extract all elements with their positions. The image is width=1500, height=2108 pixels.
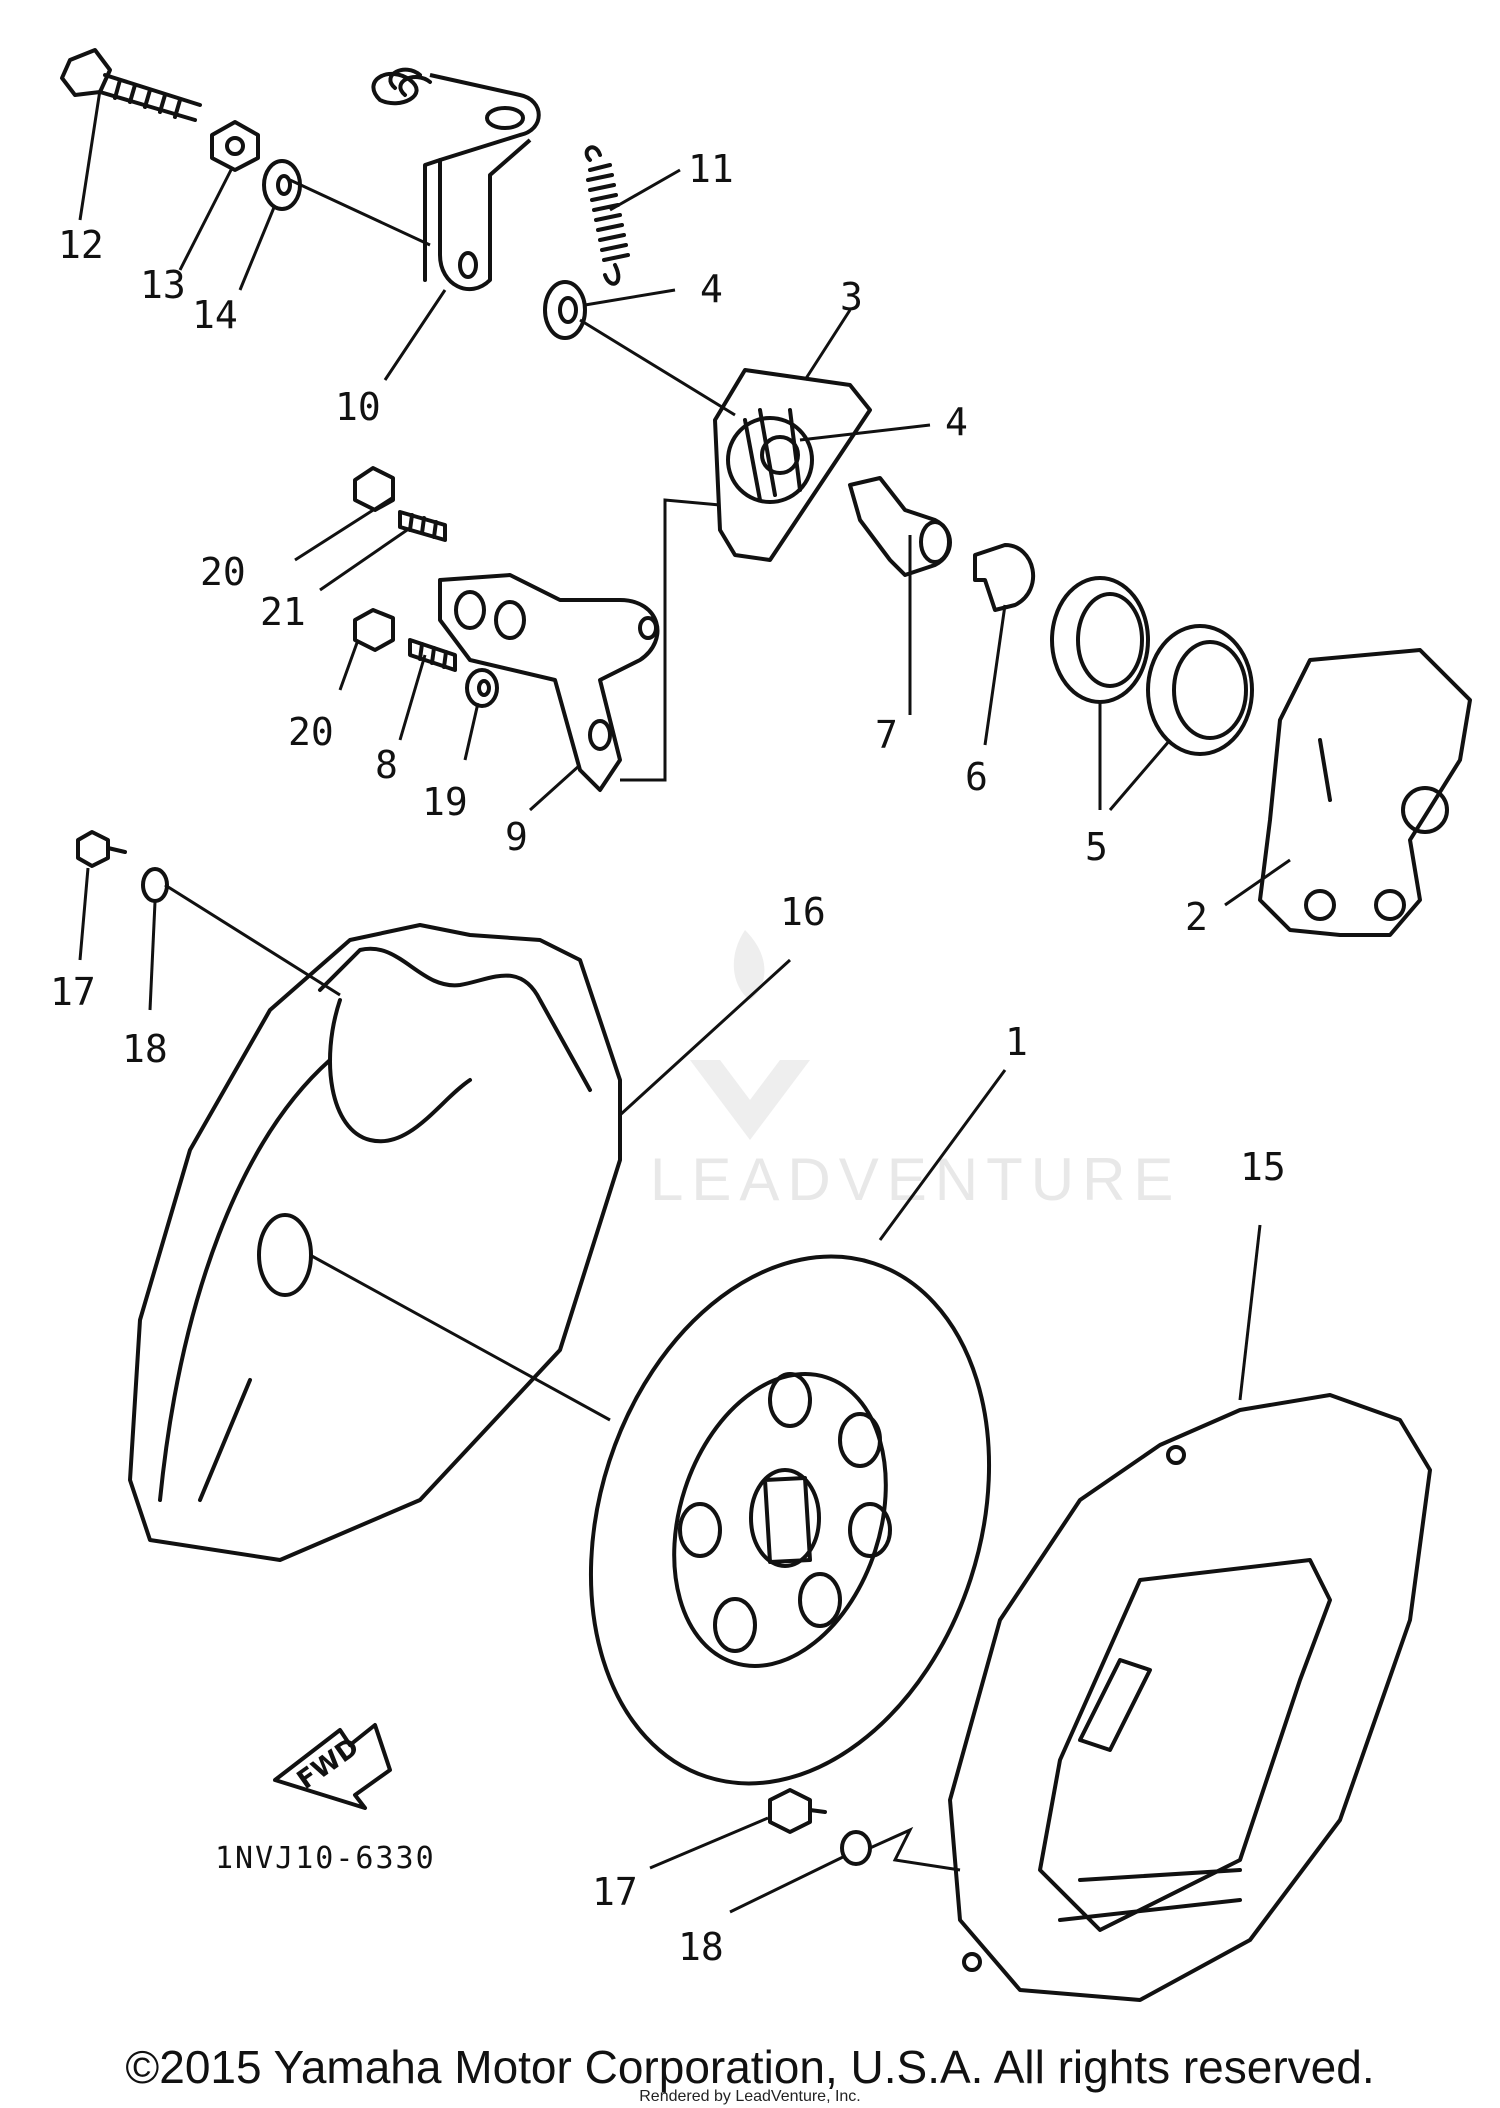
callout-6: 6: [965, 755, 988, 799]
part-11-spring: [584, 145, 630, 286]
leader-lines: [78, 89, 1291, 1914]
watermark-text: LEADVENTURE: [650, 1146, 1181, 1213]
callout-3: 3: [840, 275, 863, 319]
callout-8: 8: [375, 743, 398, 787]
callout-17a: 17: [50, 970, 96, 1014]
callout-18b: 18: [678, 1925, 724, 1969]
part-3-housing: [713, 368, 872, 562]
callout-10: 10: [335, 385, 381, 429]
callout-1: 1: [1005, 1020, 1028, 1064]
part-12-bolt: [60, 48, 202, 122]
copyright-notice: ©2015 Yamaha Motor Corporation, U.S.A. A…: [125, 2041, 1375, 2093]
callout-13: 13: [140, 263, 186, 307]
callout-12: 12: [58, 223, 104, 267]
part-1-disc: [588, 1254, 992, 1786]
diagram-code: 1NVJ10-6330: [215, 1841, 436, 1876]
part-19-washer: [465, 668, 499, 708]
part-20-nut-lower: [353, 608, 395, 652]
part-5-pistons: [1050, 576, 1254, 756]
part-2-caliper: [1258, 648, 1472, 937]
part-17-bolt-lower: [768, 1788, 827, 1834]
part-16-cover: [128, 923, 622, 1562]
part-8-stud: [408, 638, 457, 672]
callout-4a: 4: [700, 267, 723, 311]
callout-labels: 12 13 14 10 11 4 3 4 20 21 20 8 19 9 7 6…: [50, 147, 1286, 1969]
part-21-stud: [398, 510, 447, 542]
rendered-by-notice: Rendered by LeadVenture, Inc.: [639, 2088, 861, 2105]
callout-17b: 17: [592, 1870, 638, 1914]
part-15-cover: [948, 1393, 1432, 2002]
part-9-bracket: [438, 573, 660, 792]
part-4-seal-upper: [543, 280, 587, 340]
callout-18a: 18: [122, 1027, 168, 1071]
part-10-lever: [371, 67, 541, 292]
callout-14: 14: [192, 293, 238, 337]
part-14-washer: [262, 159, 302, 211]
callout-16: 16: [780, 890, 826, 934]
callout-21: 21: [260, 590, 306, 634]
part-13-nut: [210, 120, 260, 172]
callout-4b: 4: [945, 400, 968, 444]
part-18-washer-lower: [840, 1830, 872, 1866]
callout-20b: 20: [288, 710, 334, 754]
callout-11: 11: [688, 147, 734, 191]
callout-20a: 20: [200, 550, 246, 594]
part-17-bolt-upper: [76, 830, 127, 868]
callout-2: 2: [1185, 895, 1208, 939]
fwd-arrow: FWD: [273, 1723, 392, 1810]
watermark: LEADVENTURE: [650, 930, 1181, 1213]
part-6-pin: [973, 543, 1035, 612]
part-7-camshaft: [848, 476, 952, 577]
callout-5: 5: [1085, 825, 1108, 869]
callout-19: 19: [422, 780, 468, 824]
callout-7: 7: [875, 713, 898, 757]
part-18-washer-upper: [141, 867, 169, 903]
part-20-nut-upper: [353, 466, 395, 512]
callout-9: 9: [505, 815, 528, 859]
callout-15: 15: [1240, 1145, 1286, 1189]
